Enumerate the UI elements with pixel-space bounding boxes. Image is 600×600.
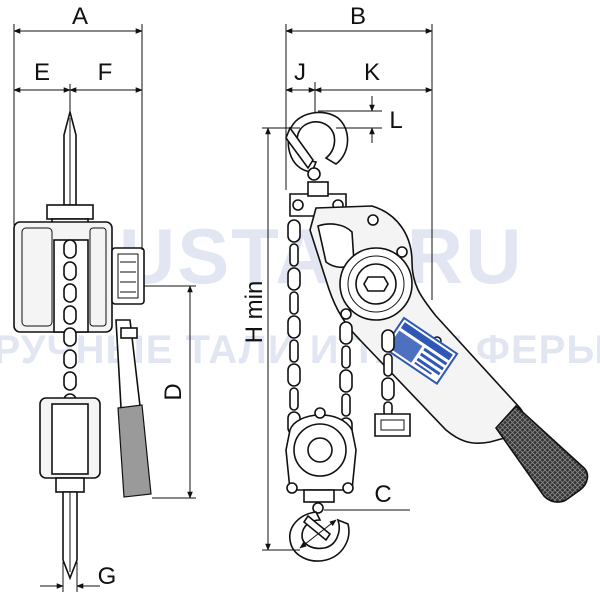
load-chain-front-middle [339,321,353,441]
label-plate [382,316,459,386]
ratchet-hub-side [111,247,145,305]
dim-label-h-min: H min [241,281,268,344]
dim-label-e: E [34,59,50,86]
dimension-lines-front: B J K L H min C [241,3,433,551]
dim-label-b: B [350,3,366,30]
dimension-lines-side: A E F D G [13,3,196,592]
handle-grip-side [117,404,152,498]
dim-label-c: C [374,481,391,508]
dim-label-f: F [98,59,113,86]
slack-chain-front [374,329,411,437]
dim-label-a: A [72,3,88,30]
handle-grip-front [494,404,589,503]
dim-label-j: J [294,59,306,86]
side-view [13,108,152,581]
top-hook-latch [285,126,314,170]
top-bracket-side [46,204,94,220]
dim-label-d: D [160,383,187,400]
dim-label-l: L [389,107,402,134]
dim-label-k: K [364,59,380,86]
load-chain-front-left [287,219,301,435]
ratchet-nut [363,276,389,292]
bottom-hook-front [289,511,350,562]
watermark-subtitle: РУЧНЫЕ ТАЛИ И ТАЛИ ФЕРЫ [0,328,600,372]
front-view [285,111,589,562]
dim-label-g: G [98,563,117,590]
